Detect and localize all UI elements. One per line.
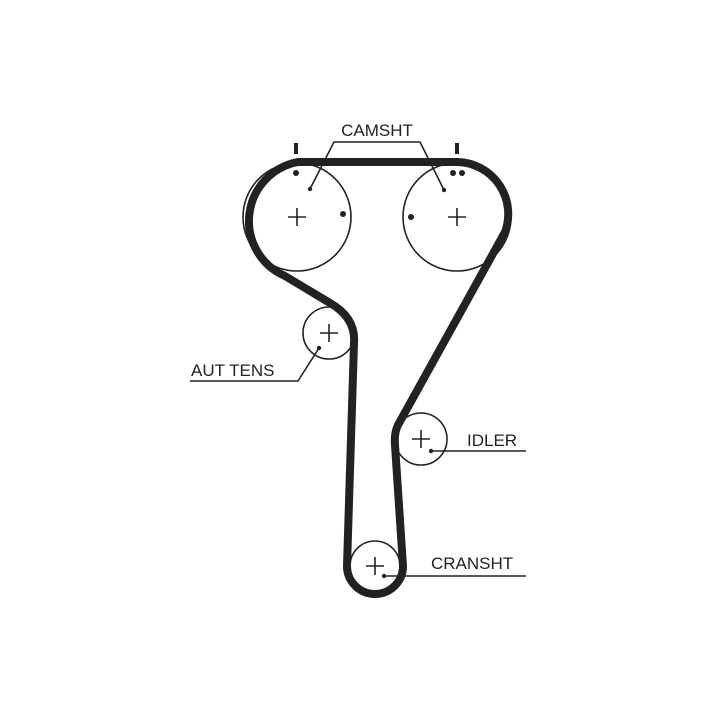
camshaft-label: CAMSHT <box>341 121 413 140</box>
right-camshaft-pulley <box>402 162 512 272</box>
crankshaft-label: CRANSHT <box>431 554 513 573</box>
timing-mark-dot <box>459 170 465 176</box>
idler-label: IDLER <box>467 431 517 450</box>
timing-mark-dot <box>293 170 299 176</box>
camshaft-leader <box>309 141 445 191</box>
timing-mark-dot <box>340 211 346 217</box>
timing-belt <box>244 158 513 598</box>
crankshaft-pulley <box>349 540 401 592</box>
leader-lines <box>190 141 526 577</box>
idler-pulley <box>394 412 448 466</box>
tensioner-label: AUT TENS <box>191 361 274 380</box>
tensioner-leader <box>190 347 320 382</box>
timing-mark-dot <box>450 170 456 176</box>
left-camshaft-pulley <box>242 162 352 272</box>
tensioner-pulley <box>302 306 356 360</box>
timing-mark-dot <box>408 214 414 220</box>
